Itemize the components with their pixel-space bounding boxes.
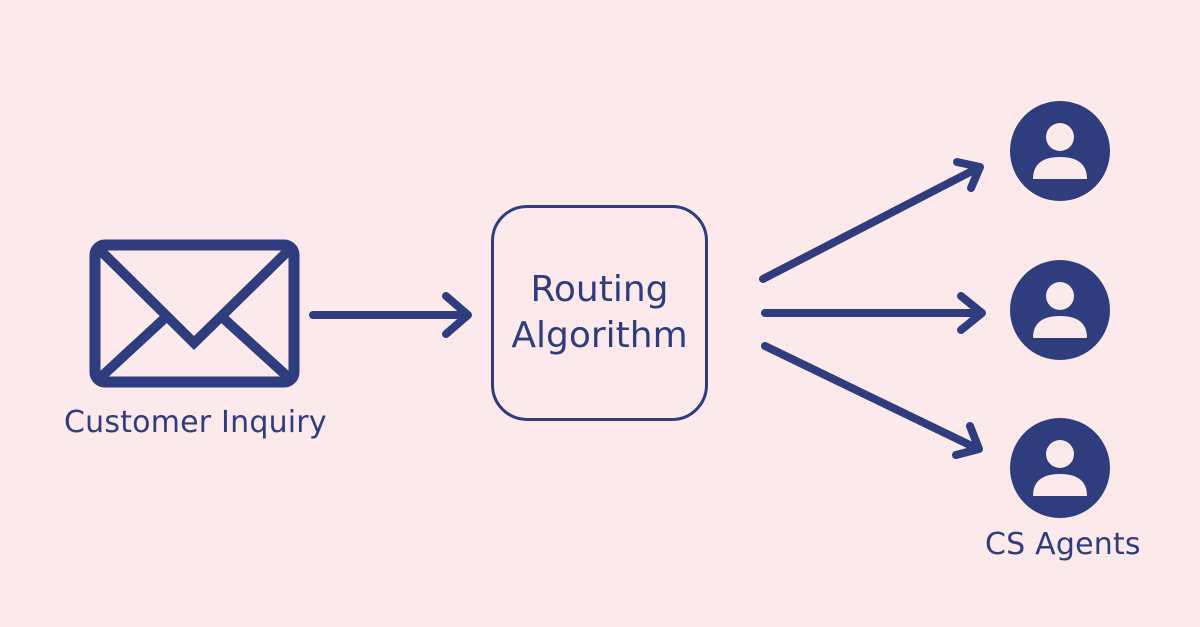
arrow-router-to-agent-1 (759, 158, 984, 283)
user-icon (1010, 101, 1110, 201)
routing-algorithm-label-line2: Algorithm (511, 315, 688, 356)
routing-algorithm-label-line1: Routing (530, 269, 669, 310)
arrow-router-to-agent-3 (761, 342, 983, 459)
user-icon (1010, 260, 1110, 360)
routing-algorithm-box: Routing Algorithm (491, 205, 708, 421)
user-icon (1010, 418, 1110, 518)
customer-inquiry-label: Customer Inquiry (64, 405, 327, 440)
arrow-router-to-agent-2 (761, 292, 986, 334)
cs-agents-label: CS Agents (985, 527, 1141, 562)
arrow-inquiry-to-router (309, 292, 472, 338)
envelope-icon (89, 239, 300, 388)
